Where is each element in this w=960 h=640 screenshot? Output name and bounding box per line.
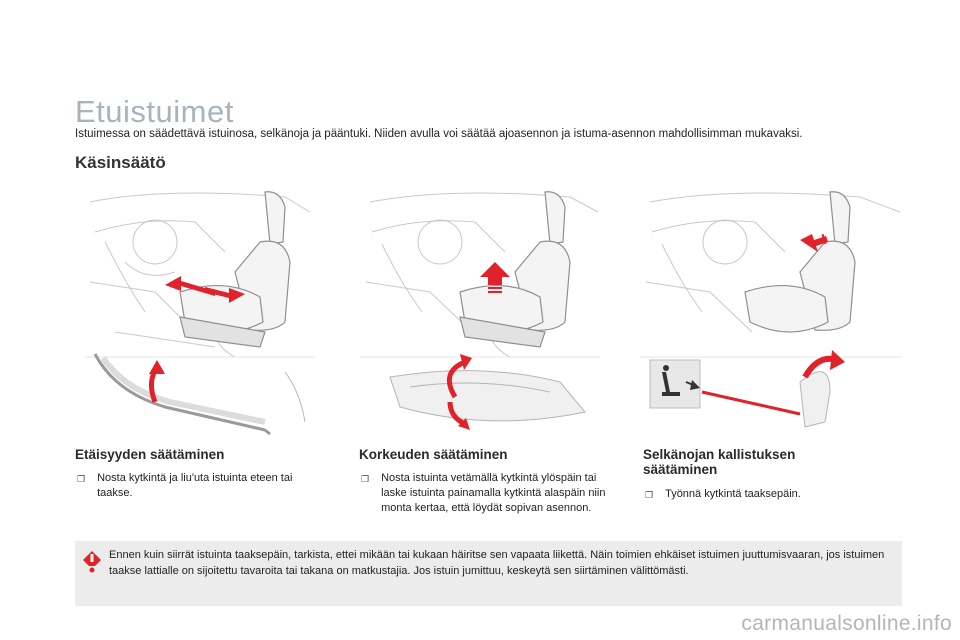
height-bullet: ❒ Nosta istuinta vetämällä kytkintä ylös… [361,471,611,516]
page-title: Etuistuimet [75,94,234,129]
heading-distance-adjustment: Etäisyyden säätäminen [75,447,225,462]
heading-height-adjustment: Korkeuden säätäminen [359,447,508,462]
checkbox-bullet-icon: ❒ [645,490,654,500]
warning-box: Ennen kuin siirrät istuinta taaksepäin, … [75,541,902,606]
checkbox-bullet-icon: ❒ [77,474,86,484]
backrest-bullet: ❒ Työnnä kytkintä taaksepäin. [645,487,895,503]
checkbox-bullet-icon: ❒ [361,474,370,484]
seat-distance-illustration [85,191,315,436]
seat-recline-symbol-icon [662,365,680,396]
heading-backrest-adjustment: Selkänojan kallistuksen säätäminen [643,447,796,477]
seat-slide-arrows-icon [165,276,245,303]
section-title: Käsinsäätö [75,153,166,172]
intro-text: Istuimessa on säädettävä istuinosa, selk… [75,128,803,140]
backrest-bullet-text: Työnnä kytkintä taaksepäin. [665,488,801,500]
seat-height-illustration [360,191,600,430]
height-bullet-text: Nosta istuinta vetämällä kytkintä ylöspä… [381,472,606,514]
backrest-illustration [640,191,902,428]
backrest-tilt-arrow-icon [800,233,828,252]
exclamation-warning-icon [83,551,101,573]
watermark: carmanualsonline.info [741,612,952,635]
distance-bullet-text: Nosta kytkintä ja liu'uta istuinta eteen… [97,472,293,499]
distance-bullet: ❒ Nosta kytkintä ja liu'uta istuinta ete… [77,471,327,501]
seat-height-up-arrow-icon [480,262,510,293]
warning-text: Ennen kuin siirrät istuinta taaksepäin, … [109,549,885,577]
